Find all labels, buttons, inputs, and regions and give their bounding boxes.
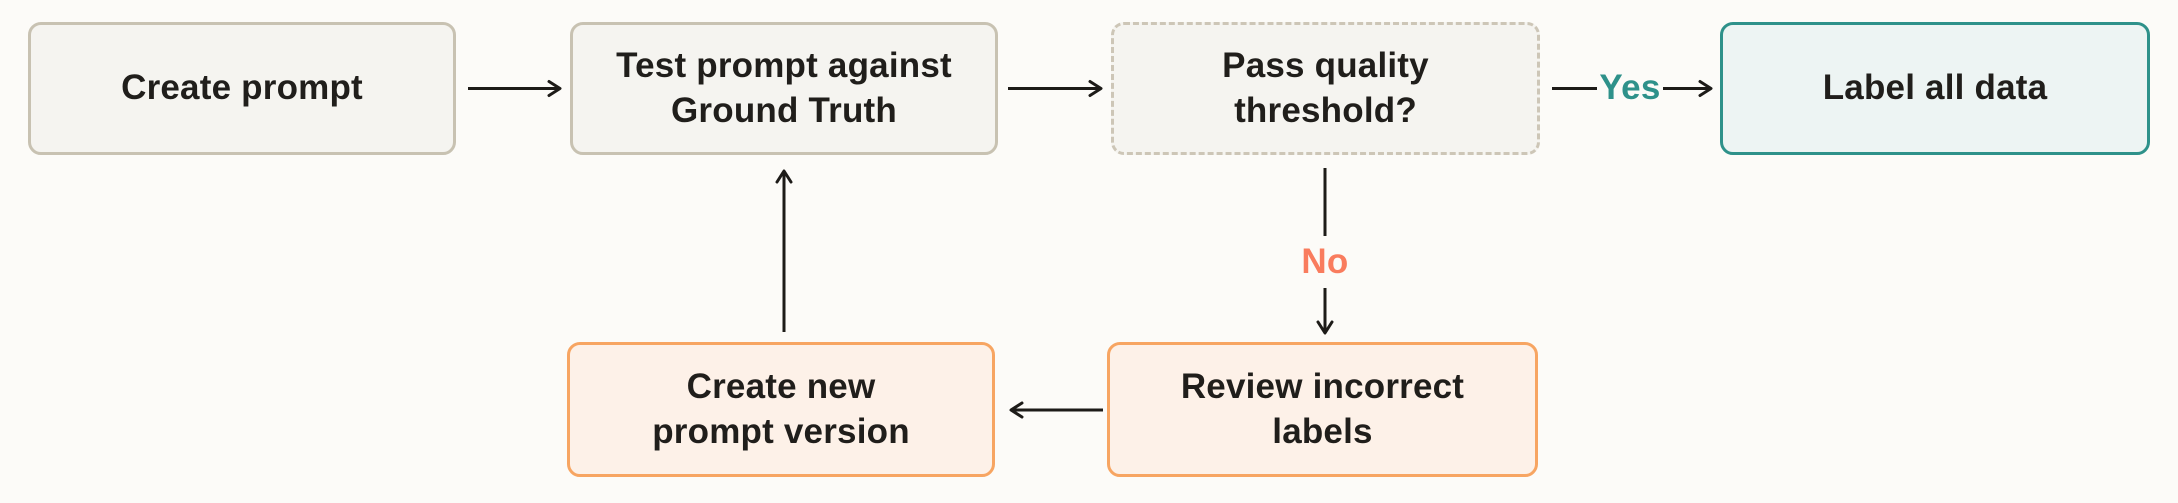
node-pass-quality-threshold: Pass quality threshold?	[1111, 22, 1540, 155]
node-review-incorrect-labels-label: Review incorrect labels	[1180, 367, 1465, 451]
node-create-prompt-label: Create prompt	[121, 68, 363, 108]
node-label-all-data-label: Label all data	[1822, 68, 2048, 108]
node-create-new-prompt-version-label: Create new prompt version	[652, 367, 910, 451]
node-create-prompt: Create prompt	[28, 22, 456, 155]
node-label-all-data: Label all data	[1720, 22, 2150, 155]
node-create-new-prompt-version: Create new prompt version	[567, 342, 995, 477]
edge-label-yes: Yes	[1599, 68, 1661, 107]
edge-label-no: No	[1301, 242, 1349, 281]
node-test-prompt: Test prompt against Ground Truth	[570, 22, 998, 155]
node-pass-quality-threshold-label: Pass quality threshold?	[1222, 46, 1429, 130]
node-review-incorrect-labels: Review incorrect labels	[1107, 342, 1538, 477]
node-test-prompt-label: Test prompt against Ground Truth	[616, 46, 952, 130]
